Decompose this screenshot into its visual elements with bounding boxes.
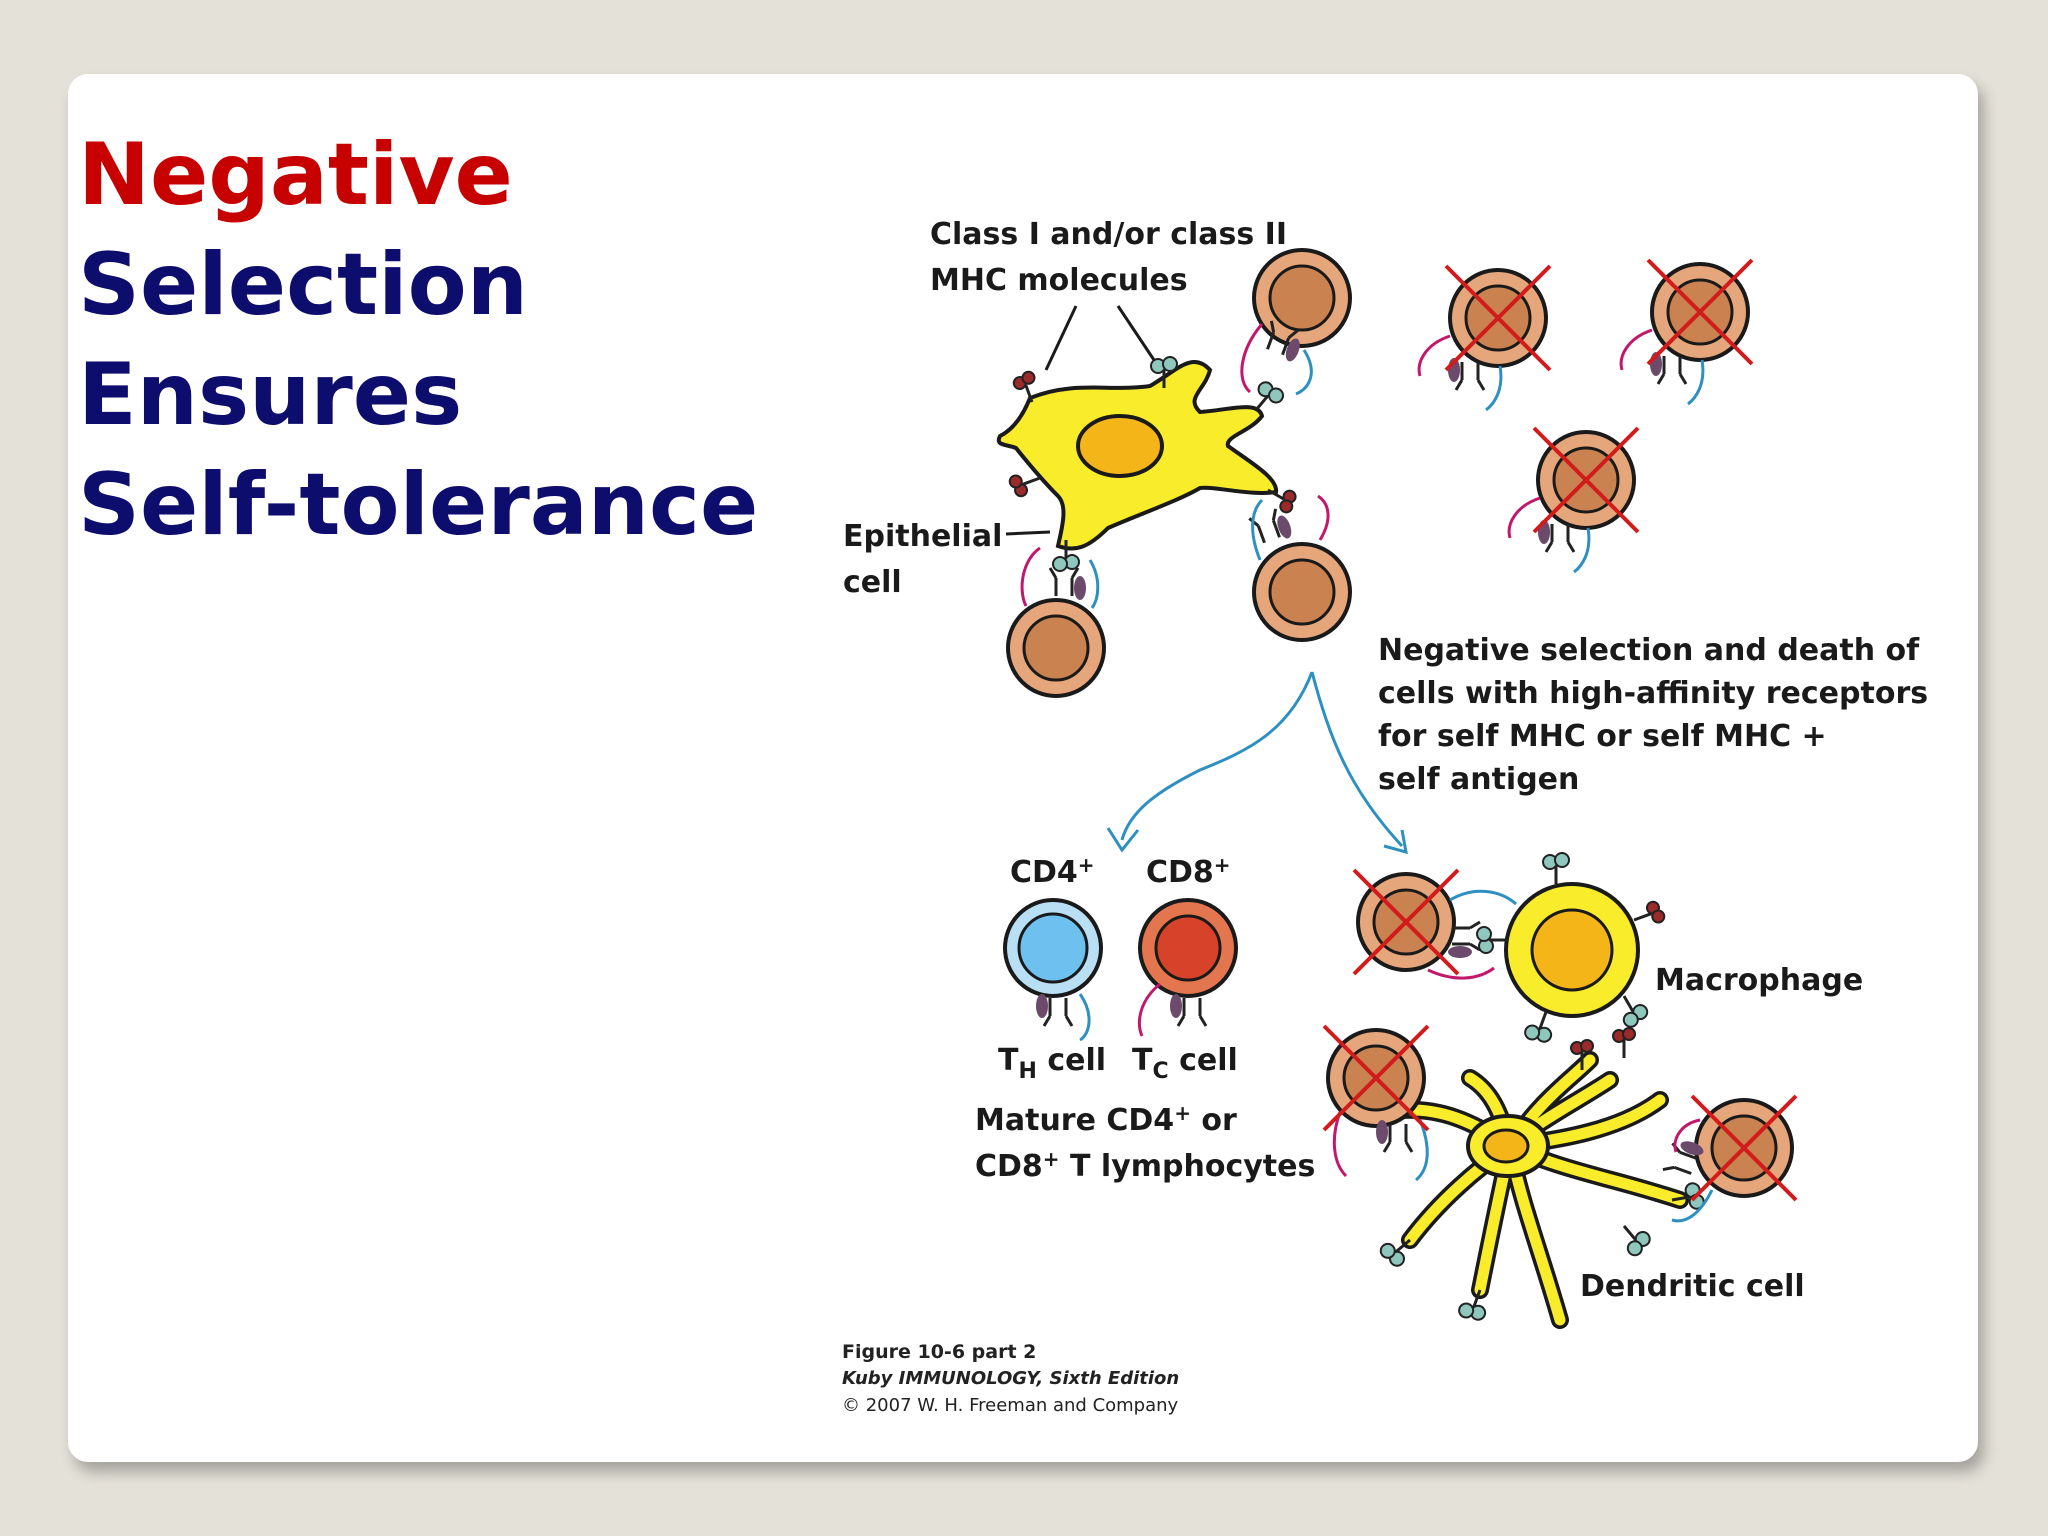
mhc-label-line2: MHC molecules [930, 263, 1188, 298]
cd8-label: CD8+ [1146, 853, 1231, 890]
epithelial-pointer [1006, 532, 1050, 534]
mature-label-line1: Mature CD4+ or [975, 1101, 1237, 1138]
figure-credit-line2: Kuby IMMUNOLOGY, Sixth Edition [842, 1368, 1179, 1389]
negative-selection-line3: for self MHC or self MHC + [1378, 719, 1827, 754]
mhc-pointer-2 [1118, 306, 1154, 360]
negative-selection-line2: cells with high-affinity receptors [1378, 676, 1928, 711]
th-cell [1005, 900, 1101, 1040]
negative-selection-line4: self antigen [1378, 762, 1579, 797]
branch-arrows [1108, 672, 1406, 852]
tc-cell-label: TC cell [1132, 1043, 1238, 1084]
epithelial-label-line2: cell [843, 565, 902, 600]
thymocyte-top [1242, 250, 1350, 394]
mature-label-line2: CD8+ T lymphocytes [975, 1147, 1315, 1184]
macrophage-label: Macrophage [1655, 963, 1863, 998]
negative-selection-line1: Negative selection and death of [1378, 633, 1920, 668]
tc-cell [1139, 900, 1236, 1036]
dendritic-cell-label: Dendritic cell [1580, 1269, 1805, 1304]
macrophage-group [1354, 853, 1666, 1046]
figure-credit-line1: Figure 10-6 part 2 [842, 1341, 1036, 1363]
mhc-label-line1: Class I and/or class II [930, 217, 1287, 252]
cd4-label: CD4+ [1010, 853, 1095, 890]
dead-thymocyte-2 [1621, 260, 1752, 404]
mhc-pointer-1 [1046, 306, 1076, 370]
thymocyte-right [1249, 496, 1350, 640]
figure-credit-line3: © 2007 W. H. Freeman and Company [842, 1395, 1179, 1416]
th-cell-label: TH cell [998, 1043, 1106, 1084]
dead-thymocyte-1 [1419, 266, 1550, 410]
epithelial-label-line1: Epithelial [843, 519, 1002, 554]
dead-thymocyte-3 [1509, 428, 1638, 572]
